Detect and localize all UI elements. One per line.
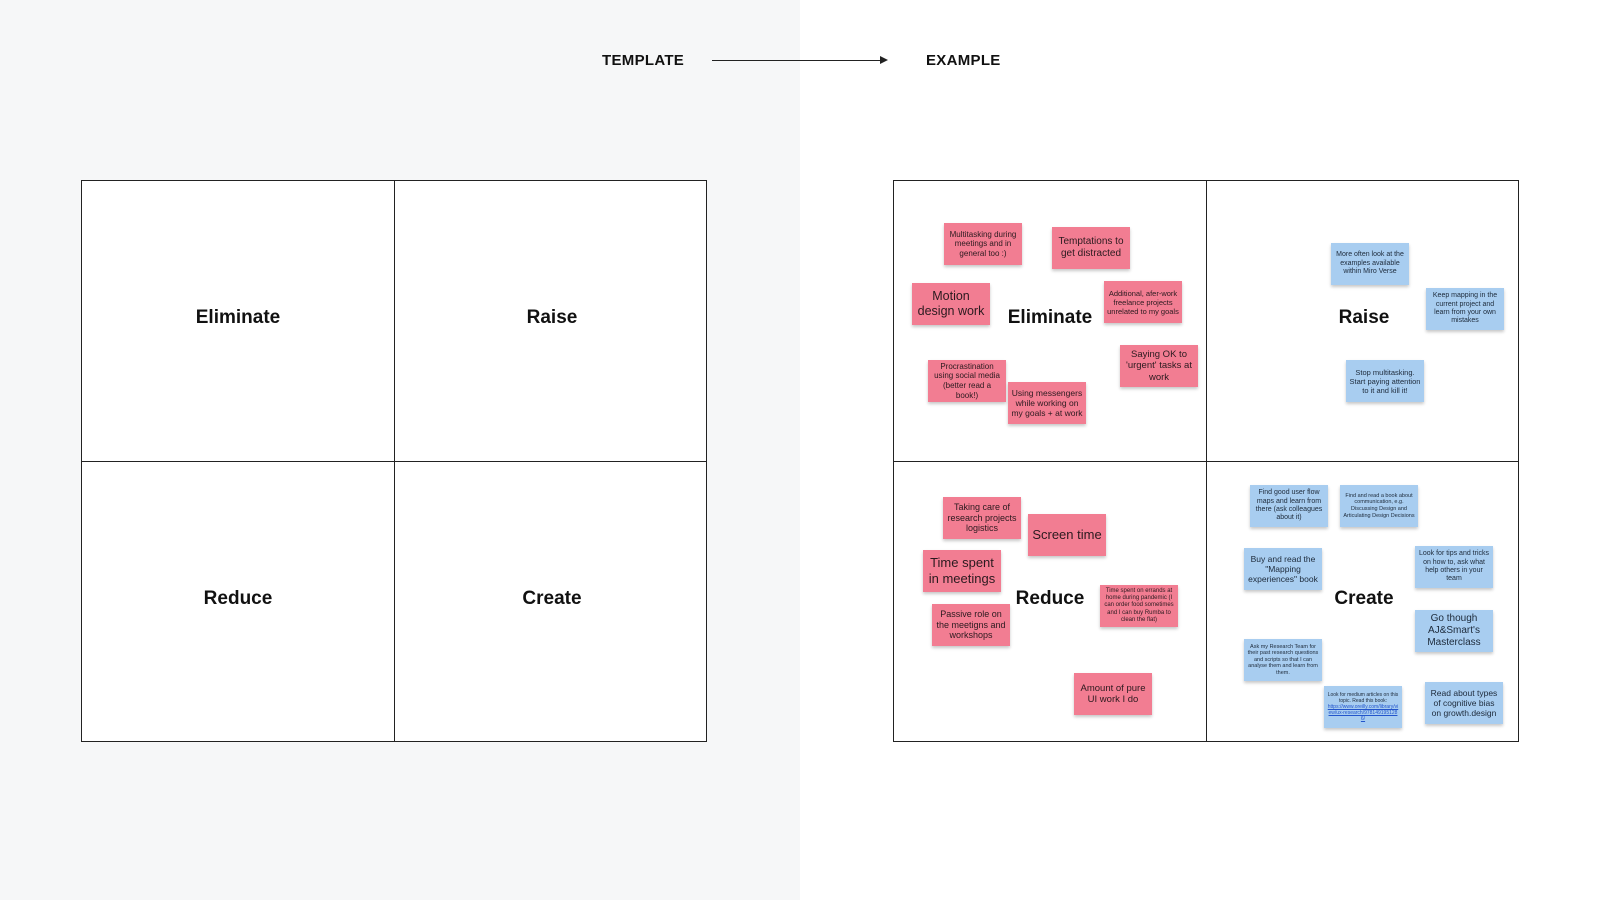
template-raise-label: Raise: [526, 307, 578, 328]
sticky-note[interactable]: Motion design work: [912, 283, 990, 325]
sticky-note[interactable]: Passive role on the meetigns and worksho…: [932, 604, 1010, 646]
sticky-note[interactable]: Amount of pure UI work I do: [1074, 673, 1152, 715]
sticky-note[interactable]: Taking care of research projects logisti…: [943, 497, 1021, 539]
sticky-note[interactable]: Temptations to get distracted: [1052, 227, 1130, 269]
sticky-note[interactable]: Screen time: [1028, 514, 1106, 556]
arrow-right-icon: [880, 56, 888, 64]
template-reduce-label: Reduce: [203, 588, 273, 609]
sticky-note[interactable]: Look for tips and tricks on how to, ask …: [1415, 546, 1493, 588]
example-create-label: Create: [1334, 588, 1394, 609]
sticky-note[interactable]: Additional, afer-work freelance projects…: [1104, 281, 1182, 323]
sticky-note[interactable]: Look for medium articles on this topic. …: [1324, 686, 1402, 728]
example-reduce-label: Reduce: [1015, 588, 1085, 609]
divider: [82, 461, 706, 462]
divider: [894, 461, 1518, 462]
arrow-connector: [712, 60, 882, 61]
sticky-note[interactable]: Buy and read the "Mapping experiences" b…: [1244, 548, 1322, 590]
sticky-note[interactable]: Find good user flow maps and learn from …: [1250, 485, 1328, 527]
template-grid: Eliminate Raise Reduce Create: [81, 180, 707, 742]
sticky-note[interactable]: Read about types of cognitive bias on gr…: [1425, 682, 1503, 724]
template-heading: TEMPLATE: [602, 52, 685, 69]
template-create-label: Create: [522, 588, 582, 609]
sticky-note[interactable]: Time spent in meetings: [923, 550, 1001, 592]
sticky-note-text: Look for medium articles on this topic. …: [1327, 692, 1399, 704]
example-eliminate-label: Eliminate: [1007, 307, 1093, 328]
sticky-note[interactable]: Go though AJ&Smart's Masterclass: [1415, 610, 1493, 652]
sticky-note[interactable]: Time spent on errands at home during pan…: [1100, 585, 1178, 627]
book-link[interactable]: https://www.oreilly.com/library/view/ux-…: [1327, 704, 1399, 722]
sticky-note[interactable]: Multitasking during meetings and in gene…: [944, 223, 1022, 265]
sticky-note[interactable]: More often look at the examples availabl…: [1331, 243, 1409, 285]
example-grid: Eliminate Raise Reduce Create Multitaski…: [893, 180, 1519, 742]
example-heading: EXAMPLE: [926, 52, 1001, 69]
sticky-note[interactable]: Keep mapping in the current project and …: [1426, 288, 1504, 330]
sticky-note[interactable]: Saying OK to 'urgent' tasks at work: [1120, 345, 1198, 387]
example-raise-label: Raise: [1338, 307, 1390, 328]
template-eliminate-label: Eliminate: [195, 307, 281, 328]
sticky-note[interactable]: Procrastination using social media (bett…: [928, 360, 1006, 402]
sticky-note[interactable]: Using messengers while working on my goa…: [1008, 382, 1086, 424]
sticky-note[interactable]: Find and read a book about communication…: [1340, 485, 1418, 527]
sticky-note[interactable]: Ask my Research Team for their past rese…: [1244, 639, 1322, 681]
sticky-note[interactable]: Stop multitasking. Start paying attentio…: [1346, 360, 1424, 402]
